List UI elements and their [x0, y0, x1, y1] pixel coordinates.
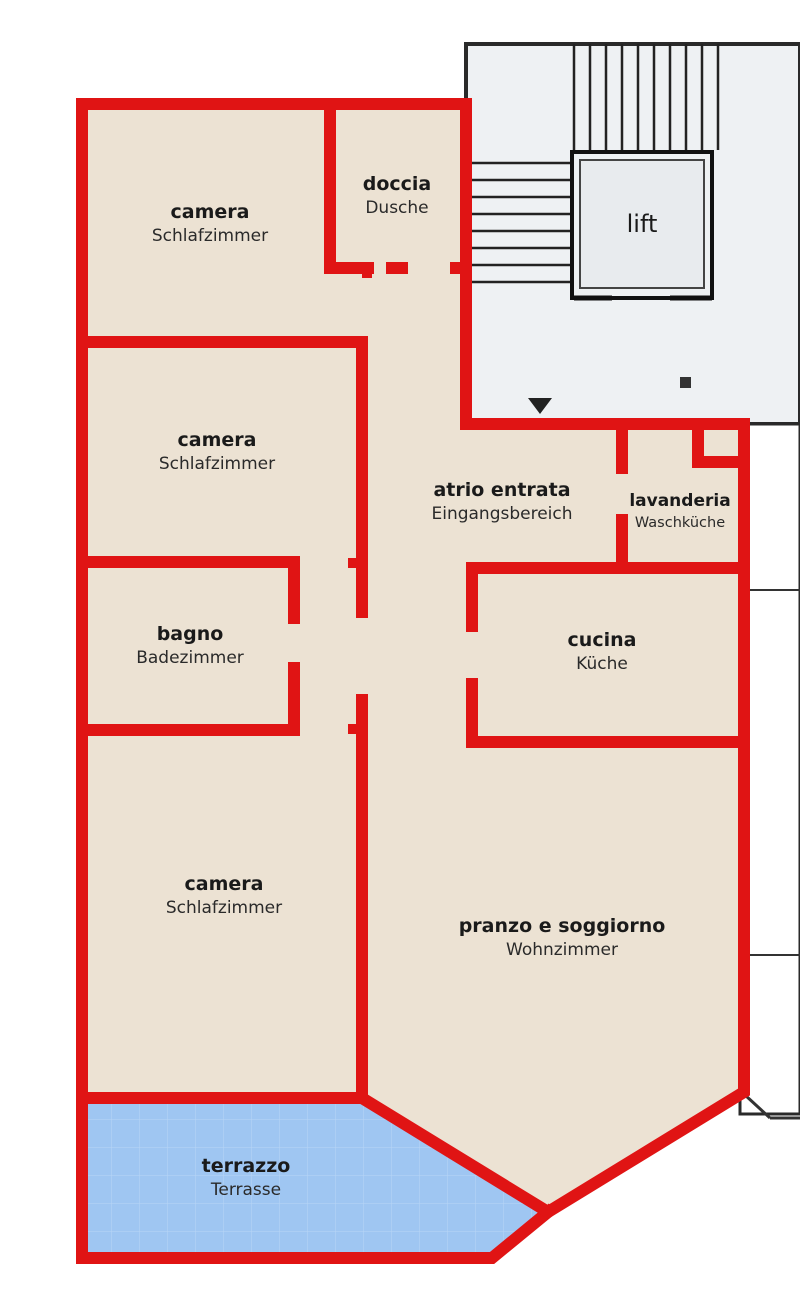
room-camera-mid: camera Schlafzimmer: [158, 429, 276, 474]
stairs-top: [572, 44, 720, 150]
room-lavanderia: lavanderia Waschküche: [629, 491, 731, 531]
room-pranzo-soggiorno: pranzo e soggiorno Wohnzimmer: [458, 915, 666, 960]
room-atrio-entrata: atrio entrata Eingangsbereich: [431, 479, 573, 524]
lift-label: lift: [626, 210, 658, 238]
walls: [76, 98, 750, 1264]
room-bagno: bagno Badezimmer: [136, 623, 244, 668]
stairs-left: [470, 161, 572, 284]
door-stubs: [348, 264, 372, 734]
entrance-arrow-icon: [528, 398, 552, 414]
room-terrazzo: terrazzo Terrasse: [201, 1155, 291, 1200]
terrace-floor: [82, 1100, 545, 1256]
room-camera-bottom: camera Schlafzimmer: [165, 873, 283, 918]
room-cucina: cucina Küche: [567, 629, 637, 674]
apartment-floor: [82, 104, 744, 1210]
room-camera-top: camera Schlafzimmer: [151, 201, 269, 246]
room-doccia: doccia Dusche: [362, 173, 432, 218]
lift-shaft: [570, 150, 714, 301]
column-marker: [680, 377, 691, 388]
